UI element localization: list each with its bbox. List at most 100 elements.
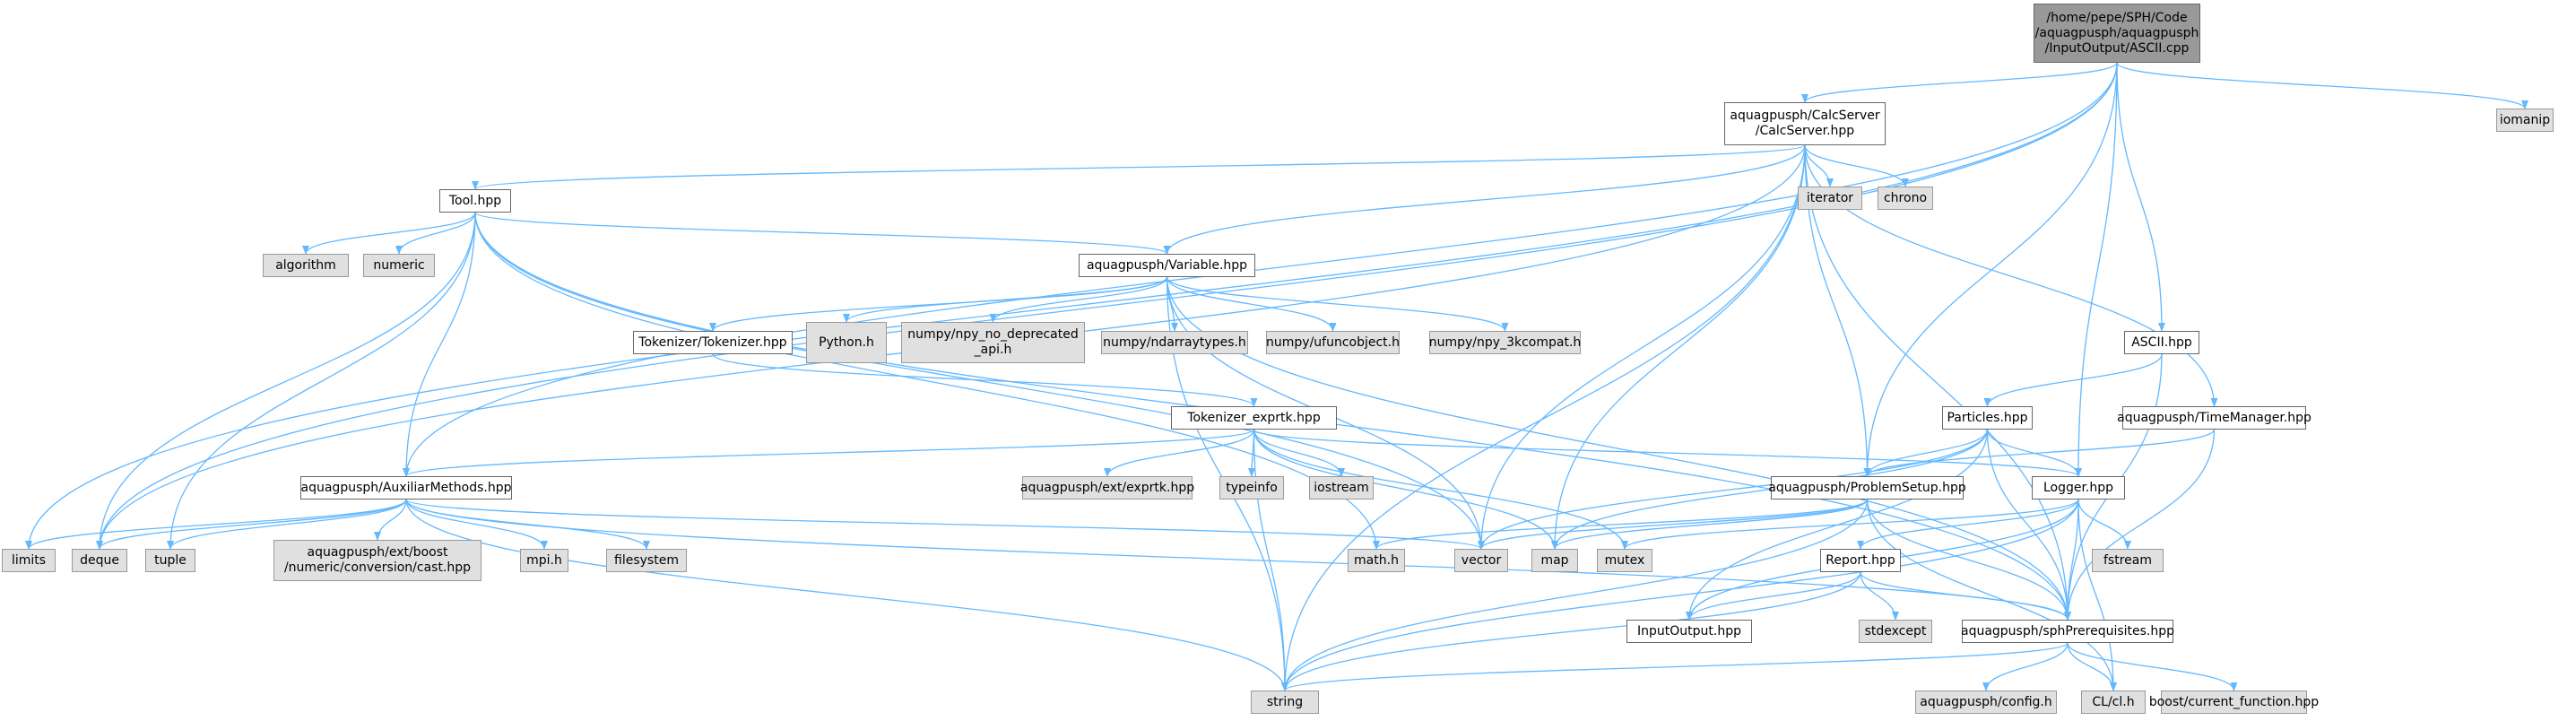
- node-label: InputOutput.hpp: [1637, 623, 1741, 638]
- node-label: Tokenizer_exprtk.hpp: [1187, 410, 1321, 425]
- node-label: iterator: [1806, 190, 1854, 205]
- edge-calcserver-to-tool: [472, 144, 1806, 190]
- node-boost-conversion-cast-hpp[interactable]: aquagpusph/ext/boost /numeric/conversion…: [273, 540, 481, 581]
- node-label: aquagpusph/config.h: [1920, 694, 2052, 709]
- node-ufuncobject-h[interactable]: numpy/ufuncobject.h: [1266, 331, 1400, 354]
- node-label: aquagpusph/ext/exprtk.hpp: [1019, 480, 1195, 495]
- node-label: vector: [1461, 552, 1502, 568]
- node-map[interactable]: map: [1531, 549, 1578, 572]
- edge-calcserver-to-sphprereq: [1804, 144, 2071, 621]
- edge-ascii-to-particles: [1983, 353, 2163, 407]
- node-boost-current-function-hpp[interactable]: boost/current_function.hpp: [2149, 691, 2319, 714]
- edge-problemsetup-to-map: [1551, 499, 1869, 550]
- node-typeinfo[interactable]: typeinfo: [1219, 476, 1284, 499]
- edge-auxiliar-to-deque: [96, 499, 407, 550]
- node-python-h[interactable]: Python.h: [806, 322, 887, 363]
- edge-tool-to-tuple: [167, 212, 476, 550]
- node-npy-3kcompat-h[interactable]: numpy/npy_3kcompat.h: [1429, 331, 1581, 354]
- node-tokenizer-hpp[interactable]: Tokenizer/Tokenizer.hpp: [633, 331, 793, 354]
- node-inputoutput-hpp[interactable]: InputOutput.hpp: [1626, 620, 1752, 643]
- edge-logger-to-clh: [2077, 499, 2117, 691]
- node-stdexcept[interactable]: stdexcept: [1859, 620, 1932, 643]
- node-algorithm[interactable]: algorithm: [263, 254, 349, 277]
- node-tuple[interactable]: tuple: [145, 549, 195, 572]
- node-label: Particles.hpp: [1947, 410, 2028, 425]
- node-problemsetup-hpp[interactable]: aquagpusph/ProblemSetup.hpp: [1768, 476, 1966, 499]
- node-label: string: [1266, 694, 1304, 709]
- edge-calcserver-to-vector: [1478, 144, 1806, 550]
- node-iterator[interactable]: iterator: [1798, 187, 1862, 210]
- node-chrono[interactable]: chrono: [1878, 187, 1933, 210]
- edge-exprtk-to-auxiliar: [403, 429, 1255, 477]
- edge-auxiliar-to-boostcast: [374, 499, 407, 541]
- node-mpi-h[interactable]: mpi.h: [520, 549, 568, 572]
- node-calcserver-hpp[interactable]: aquagpusph/CalcServer /CalcServer.hpp: [1724, 102, 1886, 145]
- edge-sphprereq-to-clh: [2067, 642, 2117, 691]
- node-particles-hpp[interactable]: Particles.hpp: [1942, 406, 2033, 430]
- node-vector[interactable]: vector: [1454, 549, 1508, 572]
- node-report-hpp[interactable]: Report.hpp: [1820, 549, 1901, 572]
- node-cl-h[interactable]: CL/cl.h: [2081, 691, 2146, 714]
- edge-tool-to-variable: [474, 212, 1171, 255]
- edge-root-to-logger: [2075, 62, 2118, 477]
- node-label-line: numpy/npy_no_deprecated: [907, 327, 1079, 342]
- node-sphprerequisites-hpp[interactable]: aquagpusph/sphPrerequisites.hpp: [1961, 620, 2174, 643]
- edge-calcserver-to-timemanager: [1804, 144, 2218, 407]
- node-fstream[interactable]: fstream: [2092, 549, 2164, 572]
- edge-report-to-sphprereq: [1860, 571, 2071, 621]
- node-label: math.h: [1354, 552, 1399, 568]
- node-deque[interactable]: deque: [72, 549, 127, 572]
- edge-calcserver-to-chrono: [1804, 144, 1909, 187]
- node-label-line: /home/pepe/SPH/Code: [2046, 10, 2188, 25]
- node-mutex[interactable]: mutex: [1597, 549, 1652, 572]
- node-ndarraytypes-h[interactable]: numpy/ndarraytypes.h: [1101, 331, 1248, 354]
- edge-exprtk-to-iostream: [1253, 429, 1345, 477]
- edge-auxiliar-to-string: [405, 499, 1288, 691]
- node-limits[interactable]: limits: [2, 549, 56, 572]
- edge-tool-to-numeric: [395, 212, 476, 255]
- node-ascii-hpp[interactable]: ASCII.hpp: [2124, 331, 2199, 354]
- node-label: map: [1540, 552, 1569, 568]
- node-label: limits: [11, 552, 47, 568]
- edge-variable-to-ufuncobject: [1166, 276, 1337, 332]
- node-tool-hpp[interactable]: Tool.hpp: [439, 189, 511, 213]
- edge-root-to-ascii: [2116, 62, 2165, 332]
- node-logger-hpp[interactable]: Logger.hpp: [2032, 476, 2125, 499]
- edge-calcserver-to-string: [1281, 144, 1806, 691]
- node-variable-hpp[interactable]: aquagpusph/Variable.hpp: [1079, 254, 1255, 277]
- node-root-ascii-cpp[interactable]: /home/pepe/SPH/Code /aquagpusph/aquagpus…: [2034, 4, 2200, 63]
- edge-problemsetup-to-mathh: [1373, 499, 1869, 550]
- edge-problemsetup-to-clh: [1866, 499, 2117, 691]
- edge-problemsetup-to-vector: [1478, 499, 1869, 550]
- node-string[interactable]: string: [1251, 691, 1319, 714]
- node-filesystem[interactable]: filesystem: [606, 549, 687, 572]
- edge-report-to-string: [1281, 571, 1861, 691]
- edge-exprtk-to-map: [1253, 429, 1558, 550]
- edge-problemsetup-to-string: [1281, 499, 1869, 691]
- node-label: algorithm: [275, 257, 336, 273]
- node-ext-exprtk-hpp[interactable]: aquagpusph/ext/exprtk.hpp: [1019, 476, 1195, 499]
- node-label: Tool.hpp: [448, 193, 502, 208]
- edge-root-to-iomanip: [2116, 62, 2528, 109]
- node-timemanager-hpp[interactable]: aquagpusph/TimeManager.hpp: [2117, 406, 2311, 430]
- node-config-h[interactable]: aquagpusph/config.h: [1915, 691, 2057, 714]
- edge-exprtk-to-logger: [1253, 429, 2082, 477]
- edge-sphprereq-to-config: [1982, 642, 2069, 691]
- node-npy-no-deprecated-api-h[interactable]: numpy/npy_no_deprecated _api.h: [901, 322, 1085, 363]
- node-auxiliarmethods-hpp[interactable]: aquagpusph/AuxiliarMethods.hpp: [300, 476, 512, 499]
- node-label: aquagpusph/AuxiliarMethods.hpp: [300, 480, 512, 495]
- node-tokenizer-exprtk-hpp[interactable]: Tokenizer_exprtk.hpp: [1171, 406, 1337, 430]
- node-label: fstream: [2103, 552, 2152, 568]
- node-numeric[interactable]: numeric: [363, 254, 435, 277]
- edge-root-to-auxiliar: [403, 62, 2118, 477]
- node-label: tuple: [154, 552, 186, 568]
- node-iomanip[interactable]: iomanip: [2496, 109, 2554, 132]
- node-math-h[interactable]: math.h: [1348, 549, 1405, 572]
- edge-variable-to-npy_nodep: [989, 276, 1168, 323]
- node-label-line: /aquagpusph/aquagpusph: [2034, 25, 2199, 40]
- node-label: Logger.hpp: [2043, 480, 2114, 495]
- node-label: ASCII.hpp: [2131, 334, 2192, 350]
- node-iostream[interactable]: iostream: [1309, 476, 1374, 499]
